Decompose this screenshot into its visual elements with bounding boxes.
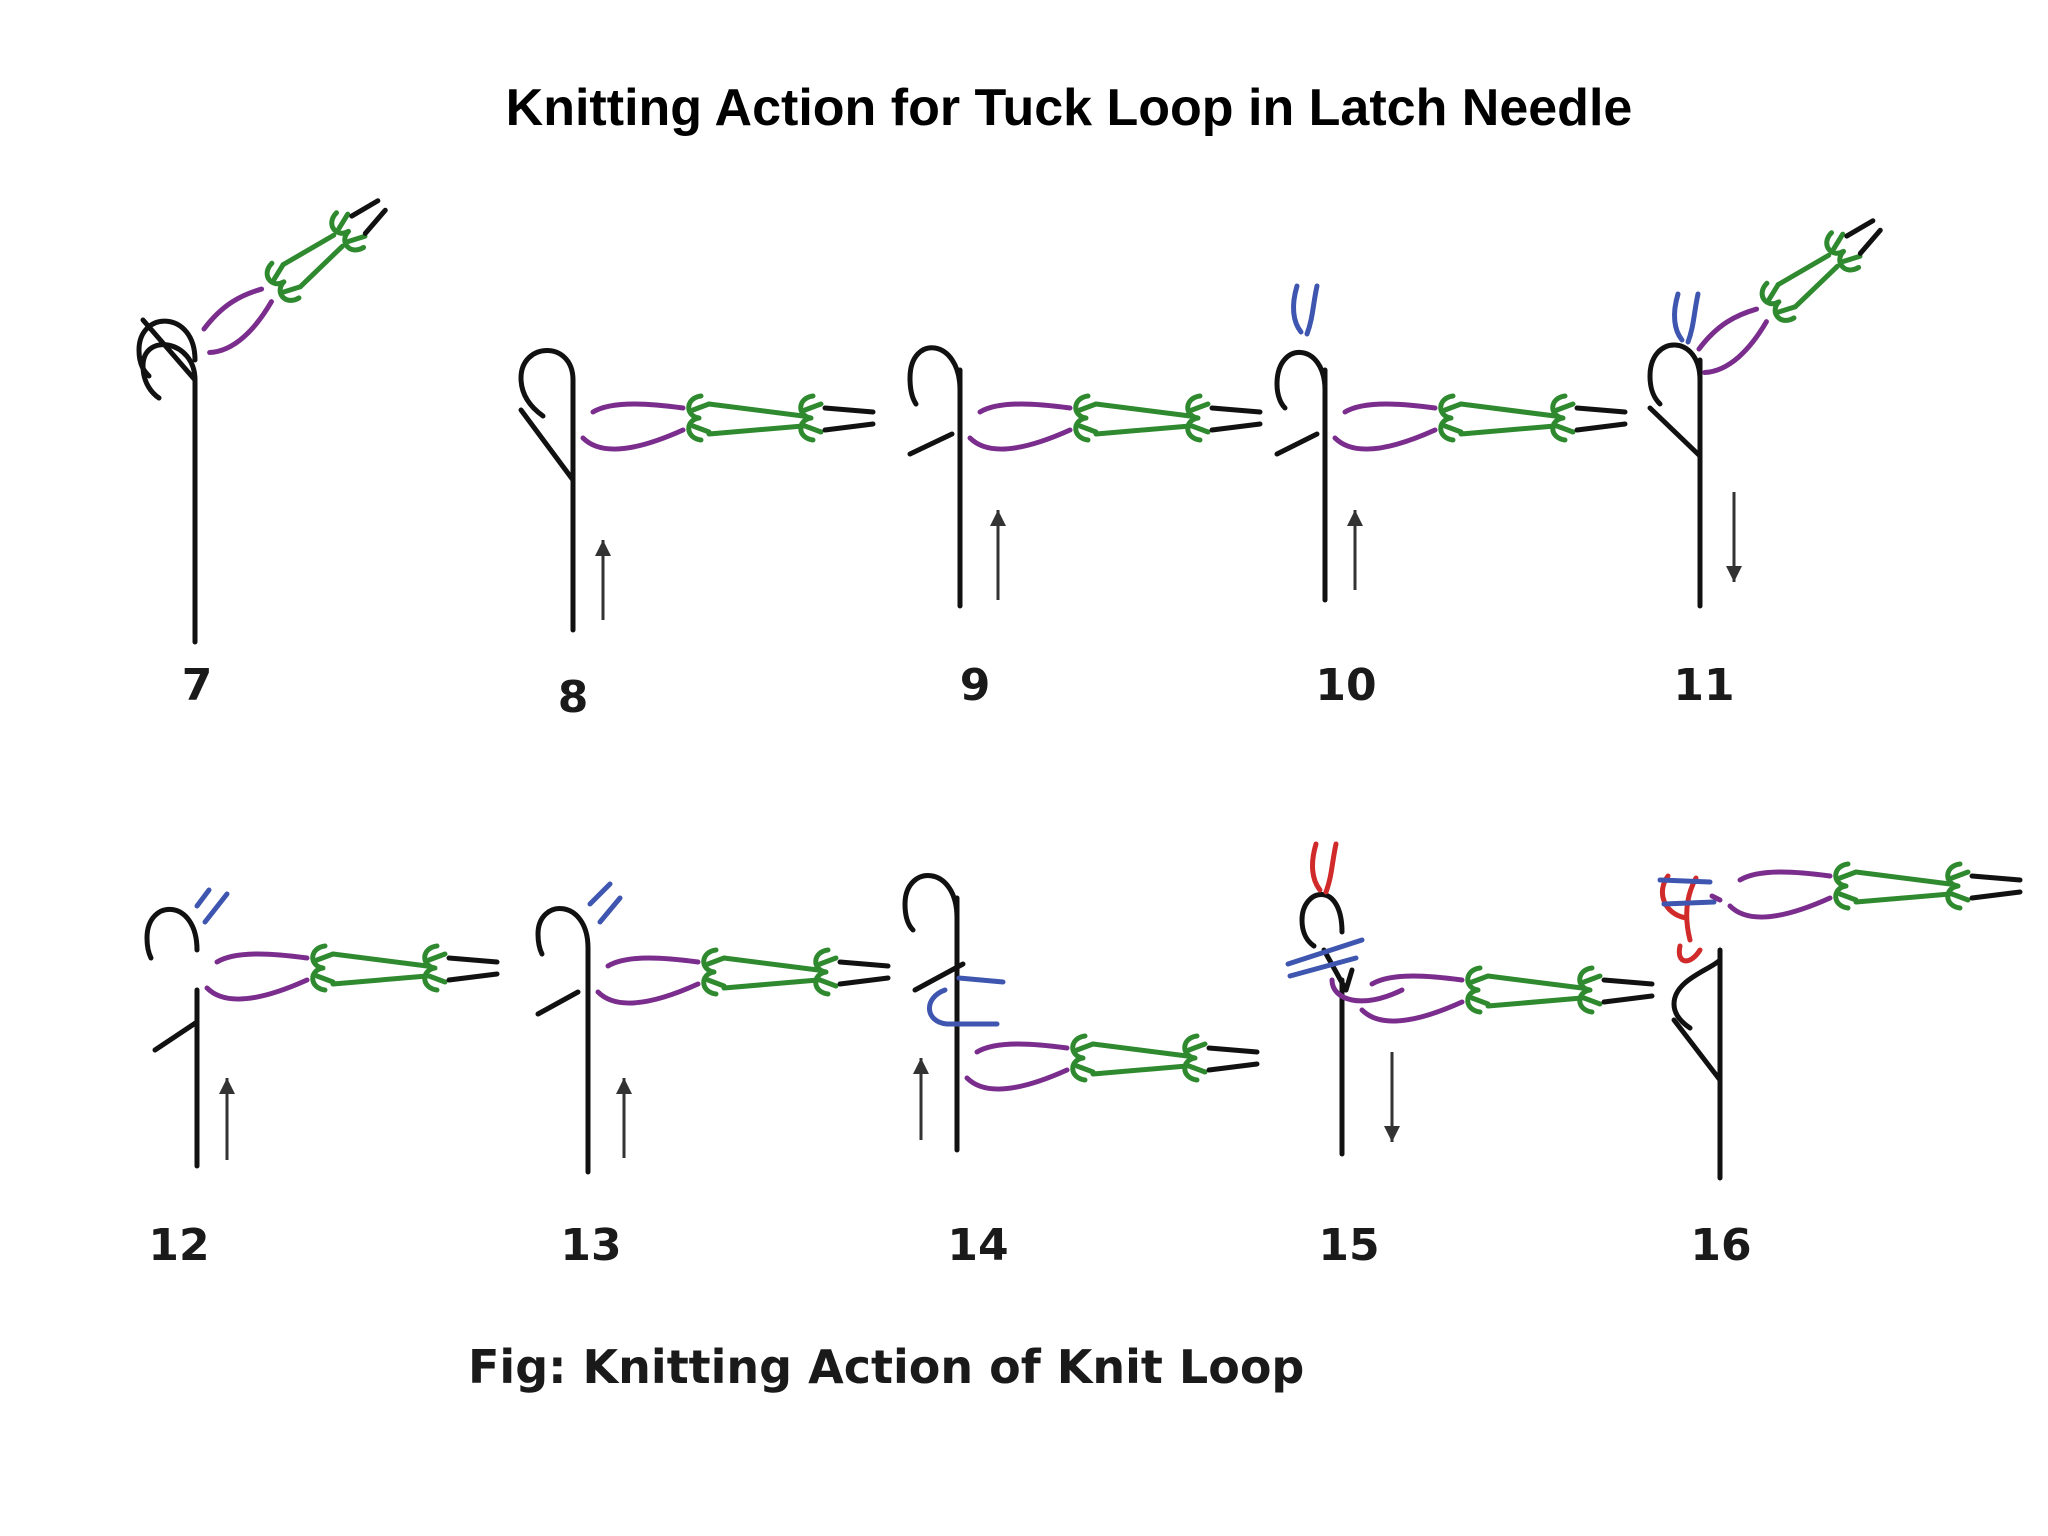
arrow-down-icon — [1726, 492, 1742, 582]
tuck-yarn — [1310, 841, 1339, 895]
fabric-loops — [204, 943, 500, 1002]
page-title: Knitting Action for Tuck Loop in Latch N… — [505, 79, 1633, 137]
step-number-8: 8 — [557, 672, 589, 723]
step-number-11: 11 — [1673, 660, 1735, 711]
step-12-drawing — [144, 887, 500, 1169]
step-11-drawing — [1647, 218, 1883, 609]
arrow-down-icon — [1384, 1052, 1400, 1142]
step-16-drawing — [1657, 861, 2023, 1181]
step-7-drawing — [136, 198, 388, 645]
step-number-14: 14 — [947, 1220, 1009, 1271]
arrow-up-icon — [595, 540, 611, 620]
fabric-loops — [595, 947, 891, 1006]
step-9-drawing — [907, 345, 1263, 609]
fabric-loops — [580, 393, 876, 452]
step-number-7: 7 — [181, 660, 213, 711]
arrow-up-icon — [219, 1078, 235, 1160]
tuck-loop-cluster — [1657, 873, 1723, 964]
fabric-loops — [964, 1033, 1260, 1092]
arrow-up-icon — [616, 1078, 632, 1158]
arrow-up-icon — [913, 1058, 929, 1140]
step-number-13: 13 — [560, 1220, 622, 1271]
step-number-12: 12 — [148, 1220, 210, 1271]
step-number-9: 9 — [959, 660, 991, 711]
step-8-drawing — [518, 348, 876, 633]
fabric-loops — [967, 393, 1263, 452]
fabric-loops — [201, 198, 388, 356]
latch-needle — [140, 317, 198, 645]
step-14-drawing — [902, 873, 1260, 1153]
step-number-16: 16 — [1690, 1220, 1752, 1271]
step-15-drawing — [1285, 841, 1655, 1157]
arrow-up-icon — [990, 510, 1006, 600]
fabric-loops — [1359, 965, 1655, 1024]
fabric-loops — [1332, 393, 1628, 452]
fabric-loops — [1696, 218, 1883, 376]
new-yarn — [1672, 291, 1701, 345]
new-yarn — [1291, 283, 1320, 337]
step-number-15: 15 — [1318, 1220, 1380, 1271]
figure-caption: Fig: Knitting Action of Knit Loop — [468, 1340, 1305, 1394]
step-number-10: 10 — [1315, 660, 1377, 711]
arrow-up-icon — [1347, 510, 1363, 590]
step-13-drawing — [535, 881, 891, 1175]
step-10-drawing — [1274, 283, 1628, 603]
fabric-loops — [1727, 861, 2023, 920]
